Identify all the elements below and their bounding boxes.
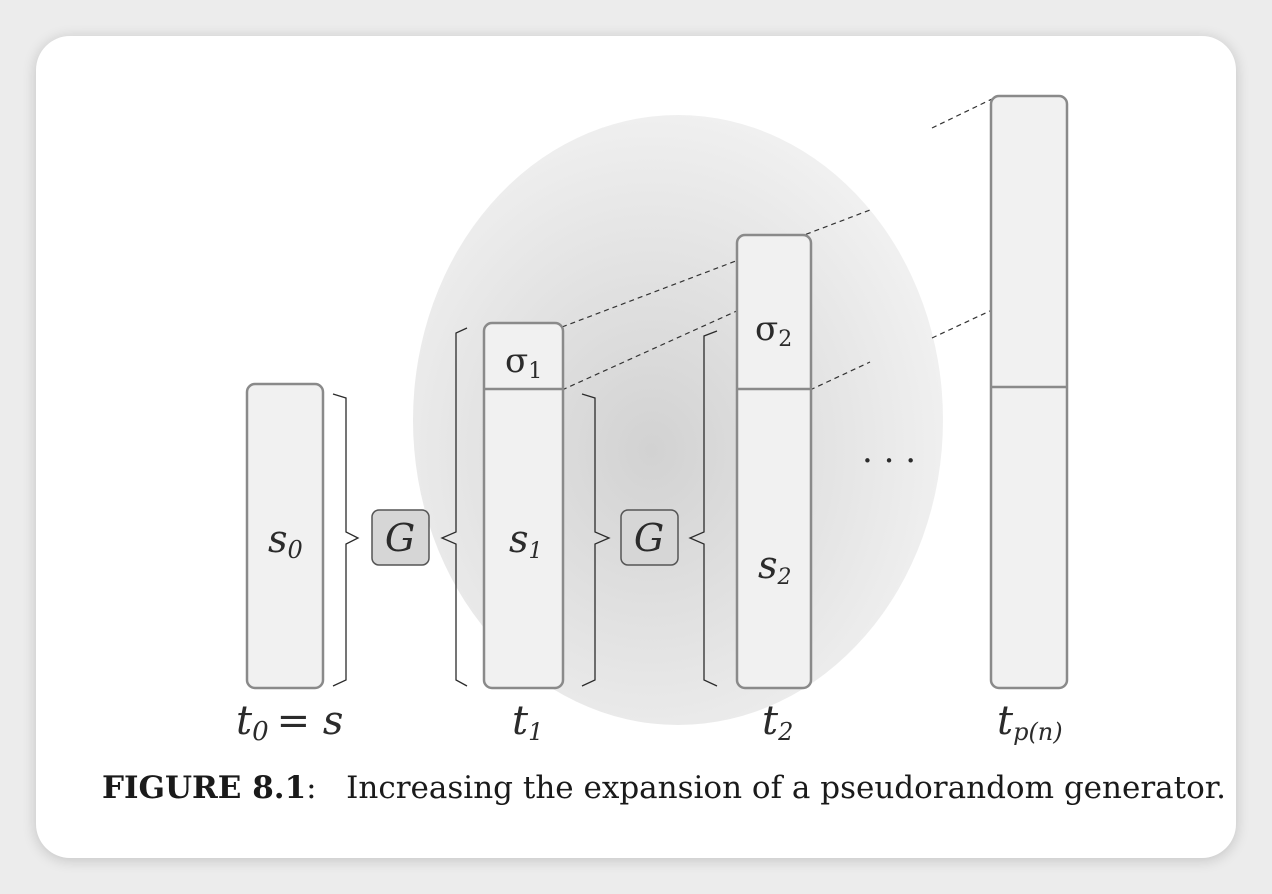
brace-t1-left (440, 327, 468, 687)
dashed-connectors (561, 98, 993, 391)
caption-separator: : (306, 770, 317, 806)
axis-label-t0: t0= s (236, 698, 343, 747)
axis-label-tp: tp(n) (997, 698, 1063, 746)
figure-caption: FIGURE 8.1: Increasing the expansion of … (102, 770, 1226, 806)
label-s0: s0 (268, 517, 303, 564)
generator-label-1: G (385, 516, 415, 560)
generator-label-2: G (634, 516, 664, 560)
generator-box-2 (620, 509, 679, 566)
caption-text: Increasing the expansion of a pseudorand… (346, 770, 1227, 806)
block-box-tp (989, 94, 1069, 690)
axis-label-t2: t2 (762, 698, 793, 746)
brace-s1-right (581, 393, 611, 687)
caption-label: FIGURE 8.1 (102, 770, 307, 806)
label-s2: s2 (758, 543, 792, 590)
block-box-t1 (482, 321, 565, 690)
ellipsis: . . . (862, 431, 916, 471)
label-s1: s1 (509, 517, 543, 564)
brace-t2-left (688, 330, 718, 687)
block-box-t2 (735, 233, 813, 690)
label-sigma1: σ1 (505, 341, 542, 384)
seed-box-s0 (245, 382, 325, 690)
axis-label-t1: t1 (512, 698, 543, 746)
label-sigma2: σ2 (755, 309, 792, 352)
brace-s0-right (332, 393, 360, 687)
generator-box-1 (371, 509, 430, 566)
